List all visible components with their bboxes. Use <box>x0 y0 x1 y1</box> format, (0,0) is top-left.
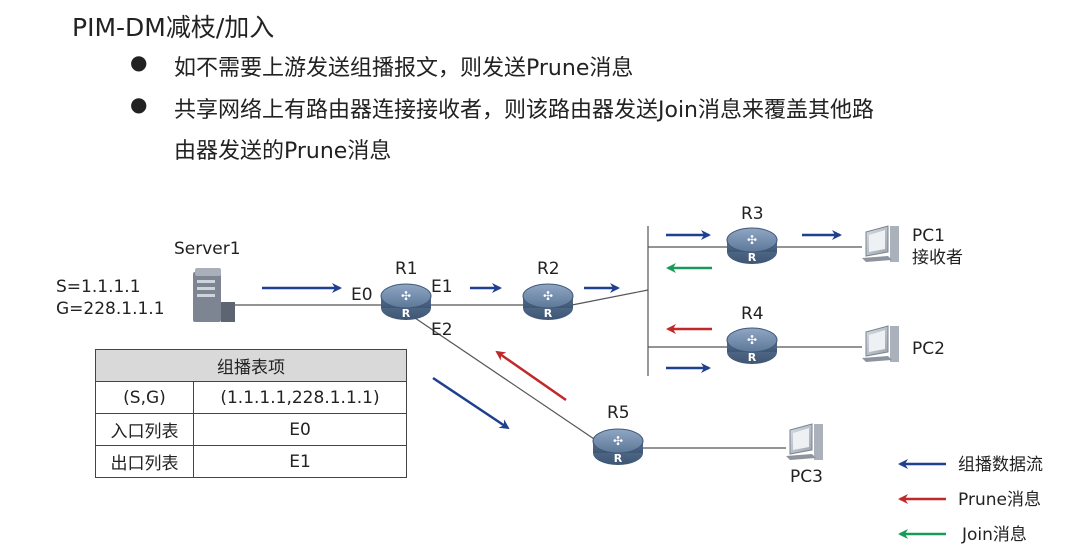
arrow-prune-r5-r1 <box>495 350 567 402</box>
table-value: E0 <box>193 413 407 446</box>
router-glyph: R <box>544 307 553 320</box>
svg-text:✣: ✣ <box>747 233 757 247</box>
table-header-row: 组播表项 <box>95 349 407 382</box>
multicast-entry-table: 组播表项 (S,G) (1.1.1.1,228.1.1.1) 入口列表 E0 出… <box>95 349 407 478</box>
router-icon-r3: ✣ R <box>726 227 778 264</box>
router-glyph: R <box>614 452 623 465</box>
link-r2-lan <box>571 289 649 306</box>
interface-label-e2: E2 <box>431 320 453 340</box>
source-address: S=1.1.1.1 <box>56 277 141 297</box>
router-icon-r2: ✣ R <box>522 283 574 320</box>
svg-text:✣: ✣ <box>401 289 411 303</box>
table-row: 入口列表 E0 <box>95 413 407 446</box>
legend: 组播数据流 Prune消息 Join消息 <box>898 455 1043 545</box>
bullet-text: 如不需要上游发送组播报文，则发送Prune消息 <box>174 56 634 81</box>
router-label-r5: R5 <box>607 403 630 423</box>
router-label-r4: R4 <box>741 304 764 324</box>
table-key: 入口列表 <box>95 413 194 446</box>
router-icon-r1: ✣ R <box>380 283 432 320</box>
router-label-r1: R1 <box>395 259 418 279</box>
pc-label-pc2: PC2 <box>912 339 945 359</box>
pc-icon-pc3 <box>786 423 823 460</box>
svg-text:✣: ✣ <box>613 434 623 448</box>
legend-label-prune: Prune消息 <box>958 490 1041 510</box>
router-label-r3: R3 <box>741 204 764 224</box>
table-value: (1.1.1.1,228.1.1.1) <box>193 381 407 414</box>
interface-label-e1: E1 <box>431 277 453 297</box>
server-icon <box>193 268 235 322</box>
table-key: (S,G) <box>95 381 194 414</box>
link-r1-r5 <box>414 317 601 444</box>
router-glyph: R <box>748 251 757 264</box>
legend-label-join: Join消息 <box>961 525 1027 545</box>
arrow-multicast-r1-r5 <box>432 376 510 430</box>
router-label-r2: R2 <box>537 259 560 279</box>
router-glyph: R <box>402 307 411 320</box>
pc-role-receiver: 接收者 <box>912 248 963 268</box>
router-icon-r4: ✣ R <box>726 327 778 364</box>
router-icon-r5: ✣ R <box>592 428 644 465</box>
bullet-text: 共享网络上有路由器连接接收者，则该路由器发送Join消息来覆盖其他路 <box>174 98 875 123</box>
bullet-text-continuation: 由器发送的Prune消息 <box>174 139 392 164</box>
svg-text:✣: ✣ <box>747 333 757 347</box>
table-header: 组播表项 <box>95 349 407 382</box>
bullet-dot: ● <box>130 92 148 116</box>
interface-label-e0: E0 <box>351 285 373 305</box>
server-name: Server1 <box>174 239 241 259</box>
bullet-dot: ● <box>130 50 148 74</box>
table-row: 出口列表 E1 <box>95 445 407 478</box>
svg-text:✣: ✣ <box>543 289 553 303</box>
router-glyph: R <box>748 351 757 364</box>
pc-icon-pc2 <box>862 325 899 362</box>
flow-arrows <box>262 230 842 430</box>
table-value: E1 <box>193 445 407 478</box>
page-title: PIM-DM减枝/加入 <box>72 13 275 42</box>
table-row: (S,G) (1.1.1.1,228.1.1.1) <box>95 381 407 414</box>
pc-label-pc3: PC3 <box>790 467 823 487</box>
pc-label-pc1: PC1 <box>912 226 945 246</box>
pc-icon-pc1 <box>862 225 899 262</box>
links <box>234 226 862 449</box>
legend-label-multicast: 组播数据流 <box>958 455 1043 475</box>
table-key: 出口列表 <box>95 445 194 478</box>
group-address: G=228.1.1.1 <box>56 299 165 319</box>
